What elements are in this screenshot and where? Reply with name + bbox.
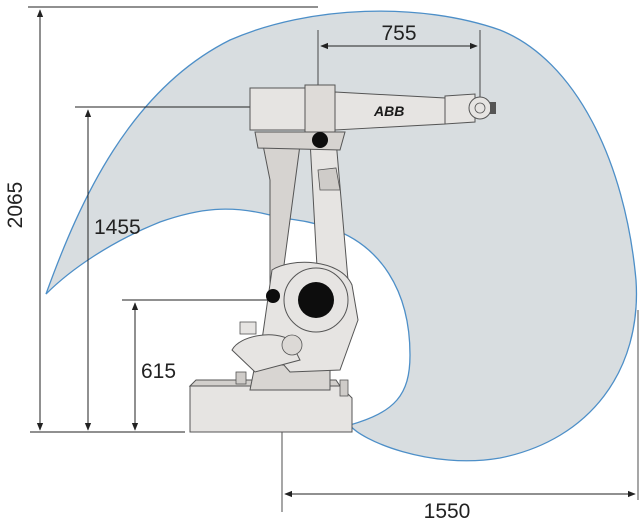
robot-upper-arm: ABB (249, 84, 496, 151)
robot-shoulder (231, 261, 359, 373)
dimension-max-reach: 1550 (281, 310, 639, 522)
wrist-height-label: 1455 (94, 216, 141, 239)
total-height-label: 2065 (4, 182, 27, 229)
arm-length-label: 755 (381, 22, 416, 45)
brand-logo: ABB (373, 103, 404, 119)
shoulder-height-label: 615 (141, 360, 176, 383)
robot-lower-arm (261, 139, 349, 296)
dimension-total-height: 2065 (4, 6, 318, 431)
robot-base (188, 321, 353, 433)
dimension-wrist-height: 1455 (75, 106, 262, 431)
dimension-shoulder-height: 615 (122, 299, 285, 431)
max-reach-label: 1550 (424, 500, 471, 522)
